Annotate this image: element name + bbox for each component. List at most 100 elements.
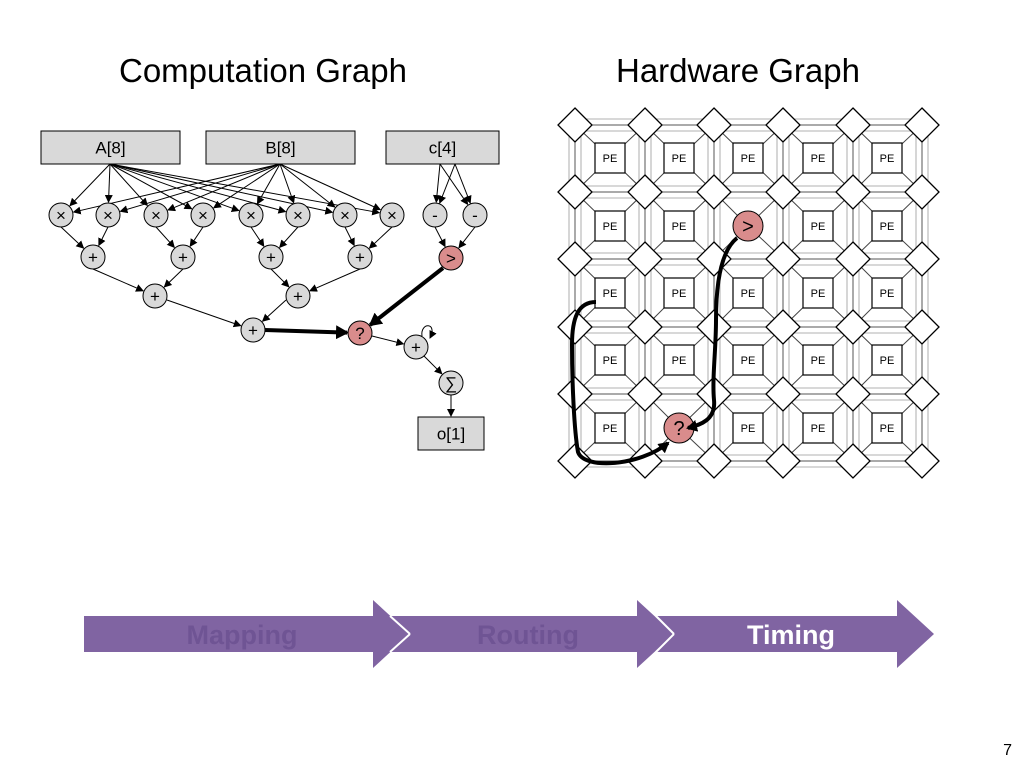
pe-r5-c3: PE bbox=[732, 412, 764, 444]
pe-r2-c2: PE bbox=[663, 210, 695, 242]
sum-node: ∑ bbox=[438, 370, 464, 396]
pe-r5-c4: PE bbox=[802, 412, 834, 444]
pe-label: PE bbox=[880, 288, 895, 300]
pe-r2-c4: PE bbox=[802, 210, 834, 242]
switch-node-24 bbox=[765, 443, 801, 479]
input-b: B[8] bbox=[205, 130, 356, 165]
switch-node-13 bbox=[696, 107, 732, 143]
pe-label: PE bbox=[603, 221, 618, 233]
page-number: 7 bbox=[1003, 742, 1012, 759]
add-node-l4-label: + bbox=[248, 321, 258, 340]
add-node-l2-4: + bbox=[347, 244, 373, 270]
stage-label-timing: Timing bbox=[747, 620, 835, 650]
multiply-node-5-label: × bbox=[246, 206, 256, 225]
select-node: ? bbox=[347, 320, 373, 346]
pe-label: PE bbox=[811, 423, 826, 435]
switch-node-2 bbox=[557, 174, 593, 210]
pe-label: PE bbox=[672, 221, 687, 233]
pe-r3-c5: PE bbox=[871, 277, 903, 309]
pe-compare-label: > bbox=[742, 216, 754, 238]
multiply-node-4: × bbox=[190, 202, 216, 228]
switch-node-23 bbox=[765, 376, 801, 412]
switch-node-20 bbox=[765, 174, 801, 210]
add-node-l4: + bbox=[240, 317, 266, 343]
pe-r3-c4: PE bbox=[802, 277, 834, 309]
pe-label: PE bbox=[880, 221, 895, 233]
accumulate-node-label: + bbox=[411, 338, 421, 357]
select-node-label: ? bbox=[355, 324, 364, 343]
multiply-node-3-label: × bbox=[151, 206, 161, 225]
pe-r4-c4: PE bbox=[802, 344, 834, 376]
subtract-node-2-label: - bbox=[472, 206, 478, 225]
multiply-node-8-label: × bbox=[387, 206, 397, 225]
pe-label: PE bbox=[811, 288, 826, 300]
pe-r4-c2: PE bbox=[663, 344, 695, 376]
route-sum-to-select bbox=[569, 300, 670, 466]
switch-node-11 bbox=[627, 376, 663, 412]
pe-r4-c1: PE bbox=[594, 344, 626, 376]
pe-label: PE bbox=[603, 288, 618, 300]
pe-select-label: ? bbox=[673, 418, 684, 440]
switch-node-22 bbox=[765, 309, 801, 345]
pe-label: PE bbox=[811, 221, 826, 233]
multiply-node-2-label: × bbox=[103, 206, 113, 225]
switch-node-26 bbox=[835, 174, 871, 210]
switch-node-32 bbox=[904, 174, 940, 210]
sum-node-label: ∑ bbox=[445, 374, 457, 393]
pe-r4-c3: PE bbox=[732, 344, 764, 376]
pe-label: PE bbox=[741, 423, 756, 435]
pe-label: PE bbox=[811, 355, 826, 367]
switch-node-1 bbox=[557, 107, 593, 143]
switch-node-36 bbox=[904, 443, 940, 479]
add-node-l2-3-label: + bbox=[266, 248, 276, 267]
pe-label: PE bbox=[811, 153, 826, 165]
pe-r5-c5: PE bbox=[871, 412, 903, 444]
add-node-l3-2: + bbox=[285, 283, 311, 309]
subtract-node-1-label: - bbox=[432, 206, 438, 225]
switch-node-30 bbox=[835, 443, 871, 479]
switch-node-18 bbox=[696, 443, 732, 479]
switch-node-34 bbox=[904, 309, 940, 345]
multiply-node-8: × bbox=[379, 202, 405, 228]
multiply-node-6-label: × bbox=[293, 206, 303, 225]
compare-node: > bbox=[438, 245, 464, 271]
pe-label: PE bbox=[603, 153, 618, 165]
input-a-label: A[8] bbox=[95, 139, 125, 158]
switch-node-25 bbox=[835, 107, 871, 143]
pe-r2-c1: PE bbox=[594, 210, 626, 242]
multiply-node-3: × bbox=[143, 202, 169, 228]
pe-r4-c5: PE bbox=[871, 344, 903, 376]
pe-r1-c1: PE bbox=[594, 142, 626, 174]
pe-label: PE bbox=[741, 355, 756, 367]
pe-label: PE bbox=[603, 423, 618, 435]
switch-node-28 bbox=[835, 309, 871, 345]
pe-label: PE bbox=[880, 423, 895, 435]
switch-node-33 bbox=[904, 241, 940, 277]
stage-label-routing: Routing bbox=[477, 620, 579, 650]
pe-r1-c5: PE bbox=[871, 142, 903, 174]
pe-r5-c1: PE bbox=[594, 412, 626, 444]
self-loop-edge bbox=[421, 325, 437, 339]
multiply-node-4-label: × bbox=[198, 206, 208, 225]
switch-node-29 bbox=[835, 376, 871, 412]
switch-node-6 bbox=[557, 443, 593, 479]
output-o: o[1] bbox=[417, 416, 485, 451]
switch-node-31 bbox=[904, 107, 940, 143]
stage-label-mapping: Mapping bbox=[187, 620, 298, 650]
multiply-node-1: × bbox=[48, 202, 74, 228]
stage-arrow-timing bbox=[656, 600, 934, 668]
multiply-node-2: × bbox=[95, 202, 121, 228]
switch-node-8 bbox=[627, 174, 663, 210]
pe-label: PE bbox=[603, 355, 618, 367]
stage-arrow-routing bbox=[390, 600, 674, 668]
subtract-node-2: - bbox=[462, 202, 488, 228]
pe-r1-c4: PE bbox=[802, 142, 834, 174]
input-c: c[4] bbox=[385, 130, 500, 165]
input-b-label: B[8] bbox=[265, 139, 295, 158]
add-node-l2-4-label: + bbox=[355, 248, 365, 267]
switch-node-19 bbox=[765, 107, 801, 143]
switch-node-27 bbox=[835, 241, 871, 277]
